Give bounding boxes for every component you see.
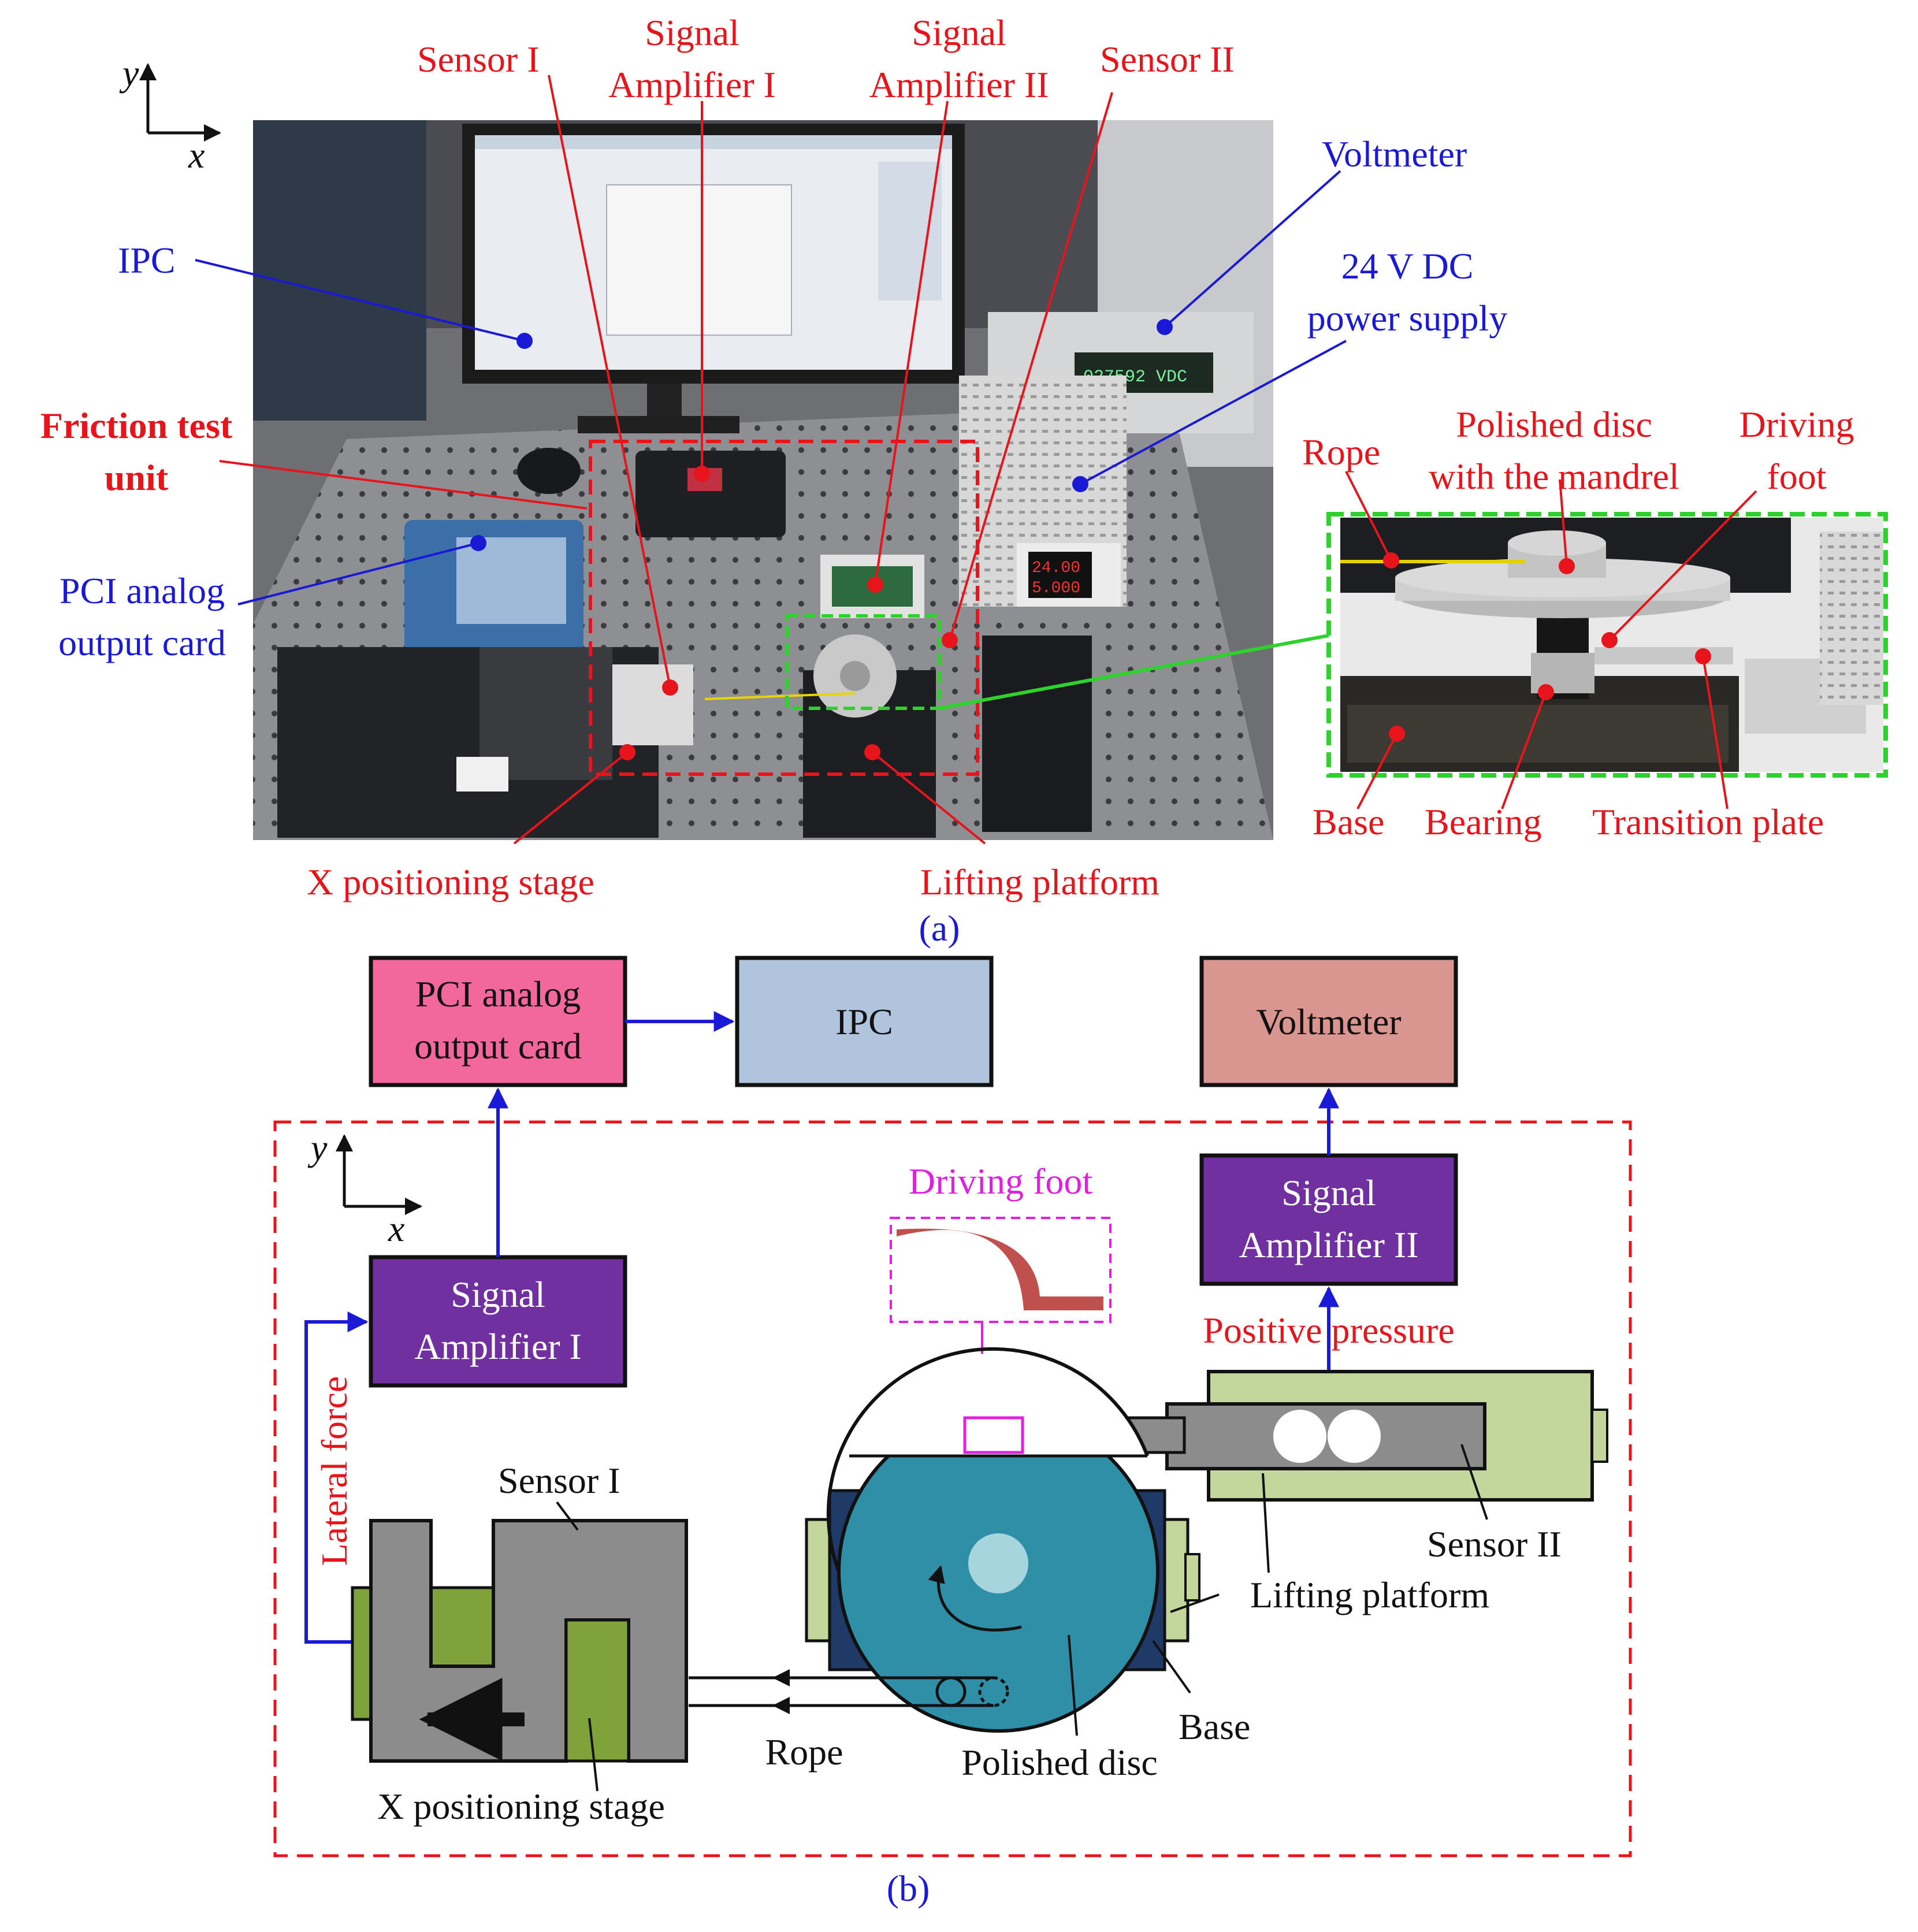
label-disc-line2-inset: with the mandrel — [1429, 456, 1679, 497]
callouts-blue-a — [195, 170, 1347, 605]
label-friction-line2-a: unit — [105, 457, 169, 498]
label-friction-line1-a: Friction test — [40, 405, 233, 446]
label-x-stage-a: X positioning stage — [307, 861, 594, 902]
label-sensor-1-a: Sensor I — [417, 39, 540, 80]
label-base-inset: Base — [1313, 801, 1384, 842]
box-voltmeter-label: Voltmeter — [1256, 1001, 1401, 1042]
box-ipc-label: IPC — [835, 1001, 893, 1042]
caption-a: (a) — [919, 908, 960, 949]
callouts-red-a — [219, 75, 1113, 845]
label-voltmeter-a: Voltmeter — [1322, 133, 1467, 174]
rotation-arrow — [928, 1565, 1022, 1632]
panel-b: PCI analog output card IPC Voltmeter y x… — [273, 956, 1632, 1909]
label-amp2-line2-a: Amplifier II — [869, 64, 1049, 105]
panel-a: y x 027592 VDC 24.00 — [40, 12, 1888, 949]
axes-a: y x — [119, 53, 221, 176]
box-amplifier-1 — [369, 1255, 627, 1388]
label-disc-b: Polished disc — [961, 1742, 1158, 1783]
box-amp2-line2: Amplifier II — [1239, 1224, 1419, 1265]
mandrel-shape — [968, 1533, 1028, 1593]
label-foot-line2-inset: foot — [1767, 456, 1826, 497]
label-amp1-line1-a: Signal — [645, 12, 739, 53]
driving-foot-shape — [897, 1228, 1103, 1310]
box-amplifier-2 — [1199, 1153, 1458, 1286]
label-sensor-1-b: Sensor I — [498, 1460, 620, 1501]
box-amp2-line1: Signal — [1281, 1172, 1376, 1213]
label-bearing-inset: Bearing — [1425, 801, 1542, 842]
caption-b: (b) — [887, 1868, 930, 1909]
label-rope-inset: Rope — [1302, 432, 1380, 473]
driving-foot-contact — [963, 1416, 1024, 1454]
label-pci-line1-a: PCI analog — [60, 570, 225, 611]
psu-current-display: 5.000 — [1032, 579, 1080, 597]
label-x-stage-b: X positioning stage — [377, 1786, 665, 1827]
label-amp2-line1-a: Signal — [912, 12, 1006, 53]
psu-voltage-display: 24.00 — [1032, 559, 1080, 577]
sensor-1-shape — [369, 1519, 688, 1763]
driving-foot-frame — [890, 1217, 1112, 1323]
box-amp1-line1: Signal — [451, 1274, 545, 1315]
arrow-lateral-to-amp1 — [304, 1311, 370, 1644]
box-pci-line1: PCI analog — [415, 974, 581, 1015]
label-lifting-b: Lifting platform — [1250, 1574, 1489, 1615]
inset-connector — [939, 634, 1329, 710]
amplifier-box — [635, 451, 786, 537]
x-stage-inner-block — [564, 1618, 630, 1763]
axis-x-label-b: x — [388, 1208, 404, 1249]
inset-source-frame — [785, 614, 941, 710]
label-pci-line2-a: output card — [58, 622, 226, 663]
label-psu-line1-a: 24 V DC — [1341, 246, 1474, 287]
label-sensor-2-a: Sensor II — [1100, 39, 1235, 80]
label-base-b: Base — [1179, 1706, 1250, 1747]
axis-x-label-a: x — [188, 135, 205, 176]
label-amp1-line2-a: Amplifier I — [608, 64, 776, 105]
box-ipc — [735, 956, 994, 1087]
axis-y-label-a: y — [119, 53, 139, 94]
inset-frame — [1326, 512, 1888, 778]
axes-b: y x — [307, 1127, 422, 1249]
label-rope-b: Rope — [765, 1732, 843, 1773]
label-lateral-force: Lateral force — [314, 1376, 355, 1566]
label-lifting-a: Lifting platform — [920, 861, 1159, 902]
box-amp1-line2: Amplifier I — [414, 1326, 582, 1367]
label-ipc-a: IPC — [118, 240, 176, 281]
friction-unit-frame — [589, 440, 979, 776]
box-pci-card — [369, 956, 627, 1087]
inset-callouts — [1345, 471, 1757, 809]
setup-photo: 027592 VDC 24.00 5.000 — [253, 120, 1273, 840]
label-positive-pressure: Positive pressure — [1203, 1310, 1455, 1351]
label-psu-line2-a: power supply — [1307, 298, 1508, 339]
sensor-2-hole-right — [1328, 1410, 1381, 1463]
box-voltmeter — [1199, 956, 1458, 1087]
box-pci-line2: output card — [414, 1026, 582, 1067]
label-driving-foot-b: Driving foot — [909, 1161, 1092, 1202]
rope-shape — [689, 1669, 1009, 1714]
label-transition-inset: Transition plate — [1592, 801, 1824, 842]
leaders-b — [556, 1444, 1488, 1792]
label-sensor-2-b: Sensor II — [1427, 1524, 1562, 1565]
axis-y-label-b: y — [307, 1127, 328, 1168]
label-foot-line1-inset: Driving — [1739, 404, 1854, 445]
label-disc-line1-inset: Polished disc — [1456, 404, 1652, 445]
disc-top-cutout — [849, 1353, 1147, 1456]
sensor-2-hole-left — [1273, 1410, 1326, 1463]
